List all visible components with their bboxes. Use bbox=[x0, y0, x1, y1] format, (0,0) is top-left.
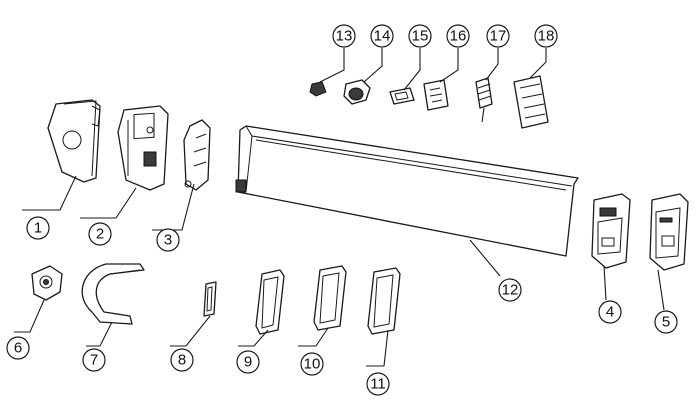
part-3-bracket bbox=[183, 119, 211, 191]
leader-9 bbox=[238, 329, 269, 347]
part-10-gasket bbox=[313, 265, 347, 331]
callout-label: 4 bbox=[606, 304, 614, 321]
leader-5 bbox=[657, 269, 665, 311]
leader-6 bbox=[14, 299, 45, 333]
leader-8 bbox=[170, 315, 211, 347]
leader-10 bbox=[298, 327, 329, 347]
part-2-switch-cap bbox=[117, 105, 169, 191]
callout-label: 5 bbox=[662, 314, 670, 331]
leader-17 bbox=[485, 48, 499, 81]
leader-13 bbox=[319, 48, 345, 83]
leader-lines bbox=[14, 48, 665, 367]
leader-2 bbox=[80, 187, 137, 219]
leader-14 bbox=[363, 48, 383, 83]
part-6-round-connector bbox=[31, 265, 63, 301]
leader-16 bbox=[439, 48, 459, 83]
callout-label: 9 bbox=[244, 354, 252, 371]
callout-17: 17 bbox=[486, 24, 510, 48]
part-15-small-plate bbox=[389, 87, 415, 105]
callout-8: 8 bbox=[170, 348, 194, 372]
leader-12 bbox=[469, 239, 501, 277]
callout-label: 6 bbox=[14, 340, 22, 357]
callout-label: 11 bbox=[370, 376, 386, 393]
leader-11 bbox=[366, 329, 389, 367]
leader-18 bbox=[529, 48, 547, 79]
callout-label: 12 bbox=[502, 282, 519, 299]
part-7-u-handle bbox=[81, 263, 145, 325]
callout-2: 2 bbox=[88, 222, 112, 246]
part-12-extrusion-body bbox=[235, 125, 579, 257]
callout-9: 9 bbox=[236, 350, 260, 374]
part-1-end-cap bbox=[47, 99, 101, 183]
callout-label: 7 bbox=[90, 352, 98, 369]
part-13-small-connector bbox=[309, 81, 327, 97]
leader-1 bbox=[22, 175, 77, 211]
callout-11: 11 bbox=[366, 372, 390, 396]
callout-label: 1 bbox=[34, 220, 42, 237]
part-5-end-cap-slot bbox=[649, 193, 689, 271]
part-18-terminal-block bbox=[513, 75, 549, 129]
leader-3 bbox=[152, 183, 195, 231]
leader-15 bbox=[403, 48, 421, 91]
callout-label: 13 bbox=[336, 28, 353, 45]
callout-13: 13 bbox=[332, 24, 356, 48]
callout-label: 14 bbox=[374, 28, 391, 45]
part-8-small-gasket bbox=[203, 281, 217, 317]
part-11-gasket bbox=[367, 267, 401, 335]
part-4-end-cap-right bbox=[591, 193, 631, 269]
callout-label: 16 bbox=[450, 28, 467, 45]
callout-label: 15 bbox=[412, 28, 429, 45]
callout-14: 14 bbox=[370, 24, 394, 48]
callout-5: 5 bbox=[654, 310, 678, 334]
callout-18: 18 bbox=[534, 24, 558, 48]
part-14-toggle-switch bbox=[343, 79, 371, 105]
callout-15: 15 bbox=[408, 24, 432, 48]
callout-label: 18 bbox=[538, 28, 555, 45]
part-16-terminal-board bbox=[423, 79, 449, 111]
callout-7: 7 bbox=[82, 348, 106, 372]
callout-1: 1 bbox=[26, 216, 50, 240]
part-9-gasket bbox=[255, 269, 285, 335]
leader-4 bbox=[603, 265, 607, 301]
callout-10: 10 bbox=[300, 352, 324, 376]
callout-6: 6 bbox=[6, 336, 30, 360]
callout-4: 4 bbox=[598, 300, 622, 324]
callout-3: 3 bbox=[156, 228, 180, 252]
leader-7 bbox=[86, 321, 113, 347]
callout-16: 16 bbox=[446, 24, 470, 48]
callout-label: 10 bbox=[304, 356, 321, 373]
callout-label: 3 bbox=[164, 232, 172, 249]
callout-12: 12 bbox=[498, 278, 522, 302]
callout-label: 17 bbox=[490, 28, 507, 45]
callout-label: 2 bbox=[96, 226, 104, 243]
callout-label: 8 bbox=[178, 352, 186, 369]
part-17-cable-gland bbox=[475, 77, 493, 123]
